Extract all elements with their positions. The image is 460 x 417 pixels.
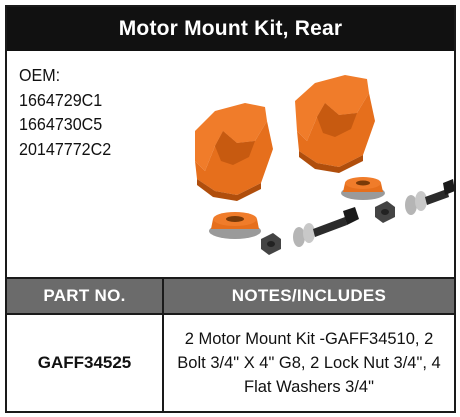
oem-number: 1664729C1 xyxy=(19,89,103,110)
bolt-set-left xyxy=(261,207,359,255)
oem-number: 1664730C5 xyxy=(19,114,103,134)
product-title: Motor Mount Kit, Rear xyxy=(7,7,454,51)
motor-mount-right xyxy=(295,75,375,173)
notes-cell: 2 Motor Mount Kit -GAFF34510, 2 Bolt 3/4… xyxy=(177,330,441,396)
table-row: GAFF34525 2 Motor Mount Kit -GAFF34510, … xyxy=(7,315,454,411)
table-header: PART NO. NOTES/INCLUDES xyxy=(7,277,454,315)
motor-mount-left xyxy=(195,103,273,201)
part-no-header: PART NO. xyxy=(7,279,164,313)
product-card: Motor Mount Kit, Rear OEM: 1664729C1 166… xyxy=(5,5,456,413)
notes-header: NOTES/INCLUDES xyxy=(231,286,387,305)
product-image xyxy=(195,75,455,255)
cone-washer-right xyxy=(341,177,385,200)
part-number-cell: GAFF34525 xyxy=(7,315,164,411)
oem-number: 20147772C2 xyxy=(19,138,112,159)
bolt-set-right xyxy=(375,179,455,223)
oem-label: OEM: xyxy=(19,65,61,85)
cone-washer-left xyxy=(209,212,261,239)
oem-list: OEM: 1664729C1 1664730C5 20147772C2 xyxy=(19,63,166,161)
